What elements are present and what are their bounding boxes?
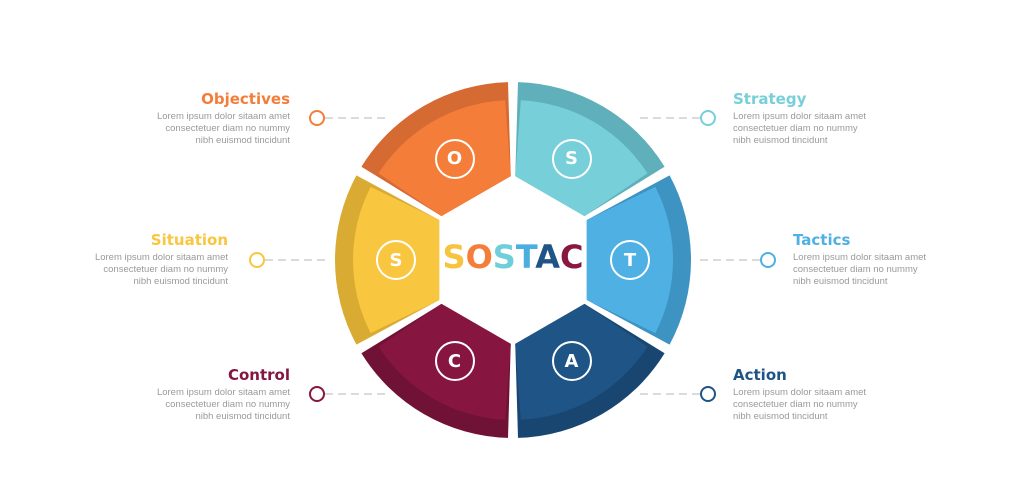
description-line: consectetuer diam no nummy — [733, 399, 858, 410]
label-title: Objectives — [201, 90, 290, 108]
description-line: nibh euismod tincidunt — [733, 411, 828, 422]
connector-dot-control — [309, 386, 325, 402]
description-line: Lorem ipsum dolor sitaam amet — [94, 252, 228, 263]
label-title: Tactics — [793, 231, 851, 249]
center-letter: S — [492, 238, 516, 276]
label-title: Action — [733, 366, 787, 384]
center-letter: O — [465, 238, 493, 276]
connector-dot-situation — [249, 252, 265, 268]
center-letter: T — [515, 238, 536, 276]
description-line: consectetuer diam no nummy — [165, 399, 290, 410]
label-title: Strategy — [733, 90, 807, 108]
description-line: nibh euismod tincidunt — [195, 135, 290, 146]
description-line: Lorem ipsum dolor sitaam amet — [733, 387, 867, 398]
label-title: Situation — [150, 231, 228, 249]
connector-dot-objectives — [309, 110, 325, 126]
description-line: nibh euismod tincidunt — [793, 276, 888, 287]
description-line: Lorem ipsum dolor sitaam amet — [793, 252, 927, 263]
badge-action: A — [551, 341, 592, 382]
badge-tactics: T — [610, 240, 650, 280]
center-letter: A — [535, 238, 560, 276]
description-line: nibh euismod tincidunt — [133, 276, 228, 287]
connector-dot-action — [700, 386, 716, 402]
description-line: nibh euismod tincidunt — [195, 411, 290, 422]
badge-control: C — [434, 341, 475, 382]
badge-objectives: O — [434, 138, 475, 179]
description-line: consectetuer diam no nummy — [165, 123, 290, 134]
description-line: Lorem ipsum dolor sitaam amet — [156, 111, 290, 122]
description-line: Lorem ipsum dolor sitaam amet — [156, 387, 290, 398]
description-line: consectetuer diam no nummy — [103, 264, 228, 275]
badge-situation: S — [376, 240, 416, 280]
description-line: nibh euismod tincidunt — [733, 135, 828, 146]
center-title: SOSTAC — [413, 238, 613, 276]
center-letter: S — [442, 238, 466, 276]
description-line: Lorem ipsum dolor sitaam amet — [733, 111, 867, 122]
badge-strategy: S — [551, 138, 592, 179]
center-letter: C — [559, 238, 584, 276]
description-line: consectetuer diam no nummy — [733, 123, 858, 134]
label-title: Control — [227, 366, 290, 384]
description-line: consectetuer diam no nummy — [793, 264, 918, 275]
connector-dot-tactics — [760, 252, 776, 268]
connector-dot-strategy — [700, 110, 716, 126]
